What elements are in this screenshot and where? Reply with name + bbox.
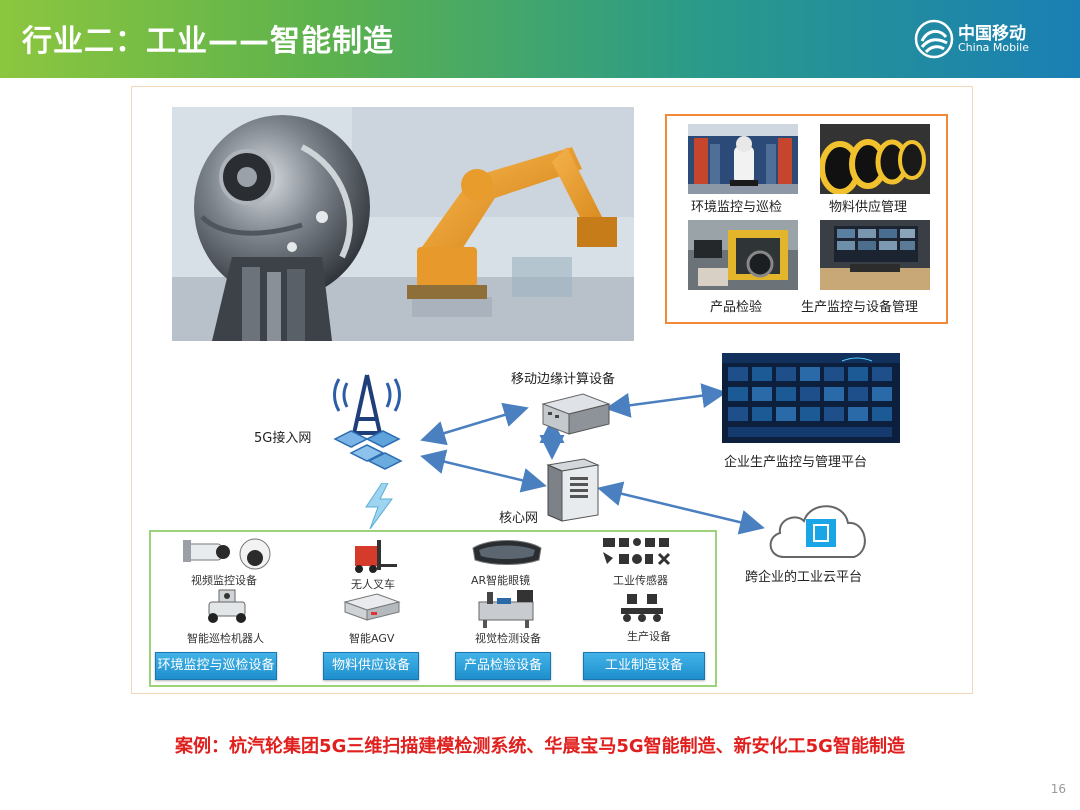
app-caption-inspection: 产品检验: [710, 300, 763, 315]
core-network-server-icon: [544, 455, 602, 523]
category-material-supply[interactable]: 物料供应设备: [323, 652, 419, 680]
title-bar: 行业二：工业——智能制造 中国移动 China Mobile: [0, 0, 1080, 78]
unmanned-forklift-icon: [349, 538, 399, 574]
platform-label: 企业生产监控与管理平台: [724, 455, 868, 470]
production-equipment-icon: [617, 588, 667, 624]
5g-tower-icon: [317, 369, 417, 479]
terminal-devices-panel: 视频监控设备 智能巡检机器人 无人叉车: [149, 530, 717, 687]
vision-inspection-label: 视觉检测设备: [475, 632, 541, 645]
5g-access-network-label: 5G接入网: [254, 431, 312, 446]
ar-glasses-icon: [469, 538, 545, 566]
core-network-label: 核心网: [499, 511, 539, 526]
app-caption-production: 生产监控与设备管理: [801, 300, 919, 315]
app-caption-material: 物料供应管理: [829, 200, 908, 215]
china-mobile-logo-icon: [914, 19, 954, 59]
slide-title: 行业二：工业——智能制造: [22, 24, 394, 59]
page-number: 16: [1050, 782, 1066, 796]
material-supply-photo: [820, 124, 930, 194]
category-industrial-manufacturing[interactable]: 工业制造设备: [583, 652, 705, 680]
vision-inspection-icon: [473, 588, 539, 628]
cloud-platform-label: 跨企业的工业云平台: [745, 570, 863, 585]
product-inspection-photo: [688, 220, 798, 290]
application-scenarios-panel: 环境监控与巡检 物料供应管理 产品检验: [665, 114, 948, 324]
brand-name-cn: 中国移动: [958, 24, 1026, 44]
ar-glasses-label: AR智能眼镜: [471, 574, 531, 587]
production-equipment-label: 生产设备: [627, 630, 671, 643]
industrial-sensor-label: 工业传感器: [613, 574, 668, 587]
china-mobile-logo: 中国移动 China Mobile: [914, 17, 1054, 61]
case-study-text: 案例：杭汽轮集团5G三维扫描建模检测系统、华晨宝马5G智能制造、新安化工5G智能…: [175, 736, 905, 757]
video-monitoring-label: 视频监控设备: [191, 574, 257, 587]
category-product-inspection[interactable]: 产品检验设备: [455, 652, 551, 680]
patrol-robot-icon: [201, 588, 253, 624]
video-camera-icon: [181, 536, 277, 572]
unmanned-forklift-label: 无人叉车: [351, 578, 395, 591]
mec-server-icon: [539, 390, 611, 438]
patrol-robot-label: 智能巡检机器人: [187, 632, 264, 645]
mec-label: 移动边缘计算设备: [511, 372, 616, 387]
content-frame: 环境监控与巡检 物料供应管理 产品检验: [131, 86, 973, 694]
industrial-sensor-icon: [601, 536, 683, 568]
brand-name-en: China Mobile: [958, 41, 1030, 54]
environment-patrol-photo: [688, 124, 798, 194]
industrial-cloud-icon: [762, 495, 874, 565]
production-monitoring-photo: [820, 220, 930, 290]
wireless-signal-icon: [358, 482, 398, 530]
smart-agv-label: 智能AGV: [349, 632, 395, 645]
management-platform-dashboard: [722, 353, 900, 443]
smart-agv-icon: [341, 590, 401, 624]
category-environment-monitoring[interactable]: 环境监控与巡检设备: [155, 652, 277, 680]
app-caption-environment: 环境监控与巡检: [691, 200, 783, 215]
robot-hero-image: [172, 107, 634, 341]
